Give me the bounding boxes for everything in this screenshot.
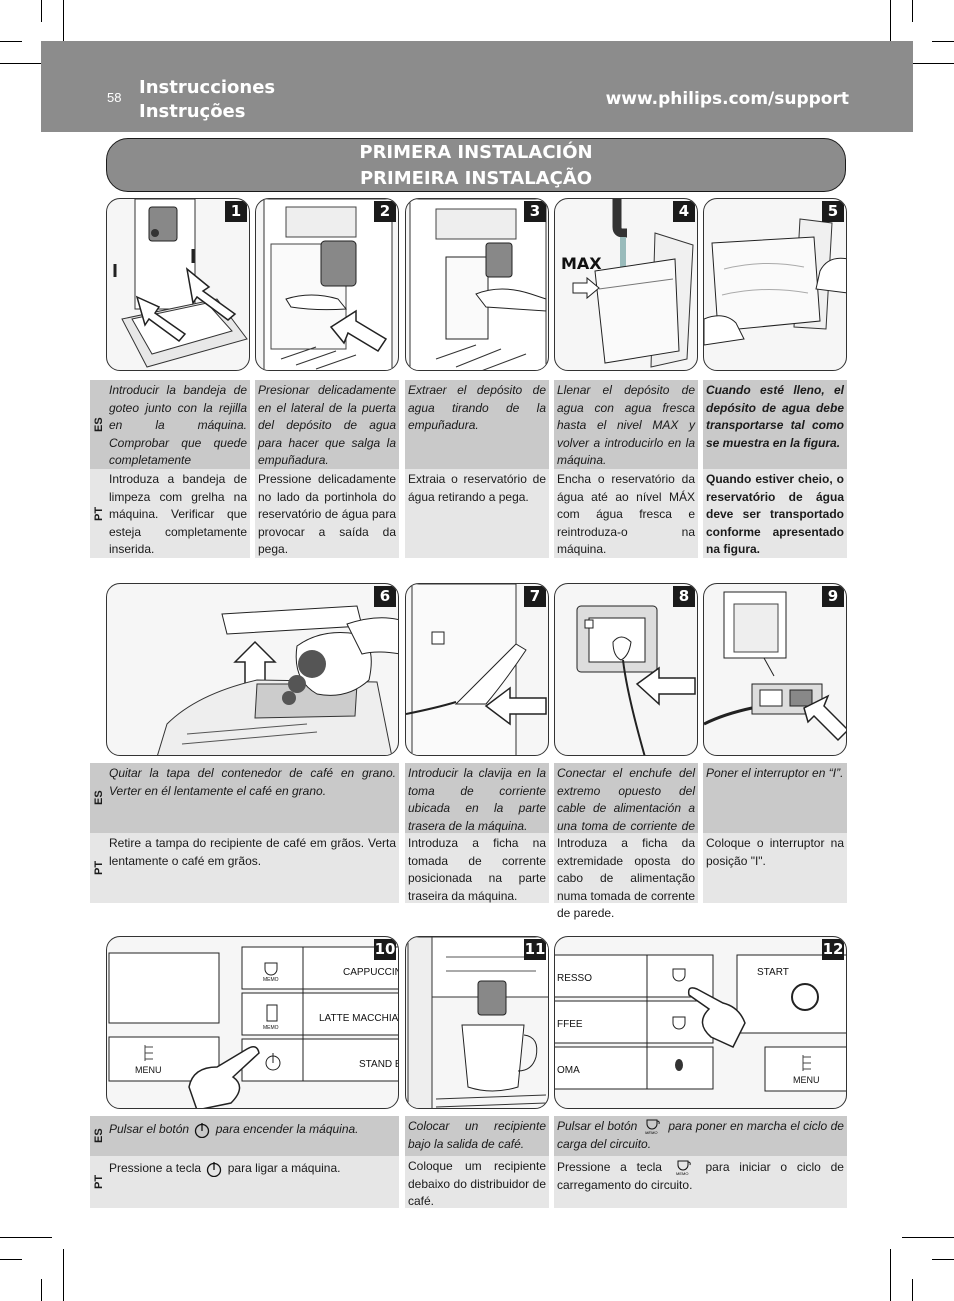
crop-mark [0, 1259, 22, 1260]
illustration-step-6: 6 [106, 583, 399, 756]
step-3-text-es: Extraer el depósito de agua tirando de l… [405, 380, 549, 469]
step-5-text-es: Cuando esté lleno, el depósito de agua d… [703, 380, 847, 469]
crop-mark [932, 1259, 954, 1260]
illustration-step-10: MENU MEMO MEMO CAPPUCCINO LATTE MACCHIAT… [106, 936, 399, 1109]
espresso-label: RESSO [557, 973, 592, 984]
step-12-text-es: Pulsar el botón MEMO para poner en march… [554, 1116, 847, 1156]
lang-label-es: ES [90, 1116, 108, 1156]
header-title: Instrucciones Instruções [139, 76, 275, 124]
step-3-text-pt: Extraia o reservatório de água retirando… [405, 469, 549, 558]
page-header: 58 Instrucciones Instruções www.philips.… [41, 41, 913, 132]
page-number: 58 [107, 90, 122, 105]
step-8-text-es: Conectar el enchufe del extremo opuesto … [554, 763, 698, 850]
step-6-text-es: Quitar la tapa del contenedor de café en… [106, 763, 399, 833]
header-title-es: Instrucciones [139, 77, 276, 98]
illustration-step-11: 11 [405, 936, 549, 1109]
step-10-text-pt: Pressione a tecla para ligar a máquina. [106, 1156, 399, 1208]
step-number-badge: 5 [822, 201, 844, 222]
header-title-pt: Instruções [139, 101, 246, 122]
step-number-badge: 6 [374, 586, 396, 607]
illustration-step-3: 3 [405, 198, 549, 371]
illustration-step-2: 2 [255, 198, 399, 371]
lang-label-pt: PT [90, 1156, 108, 1208]
lang-label-pt: PT [90, 469, 108, 558]
crop-mark [63, 1249, 64, 1301]
step-number-badge: 2 [374, 201, 396, 222]
step-number-badge: 7 [524, 586, 546, 607]
step-8-text-pt: Introduza a ficha da extremidade oposta … [554, 833, 698, 920]
memo-label: MEMO [263, 1025, 279, 1031]
latte-label: LATTE MACCHIATO [319, 1013, 399, 1024]
crop-mark [0, 41, 22, 42]
illustration-step-8: 8 [554, 583, 698, 756]
memo-label: MEMO [676, 1171, 688, 1176]
step-number-badge: 11 [524, 939, 546, 960]
section-title: PRIMERA INSTALACIÓN PRIMEIRA INSTALAÇÃO [106, 138, 846, 192]
cappuccino-label: CAPPUCCINO [343, 967, 399, 978]
step-number-badge: 3 [524, 201, 546, 222]
step-9-text-pt: Coloque o interruptor na posição "I". [703, 833, 847, 903]
step-number-badge: 10 [374, 939, 396, 960]
menu-label: MENU [135, 1065, 162, 1075]
step-number-badge: 8 [673, 586, 695, 607]
start-label: START [757, 967, 789, 978]
lang-label-es: ES [90, 380, 108, 469]
crop-mark [932, 41, 954, 42]
step-number-badge: 1 [225, 201, 247, 222]
illustration-step-7: 7 [405, 583, 549, 756]
lang-label-es: ES [90, 763, 108, 833]
illustration-step-1: 1 [106, 198, 250, 371]
aroma-label: OMA [557, 1065, 580, 1076]
support-url: www.philips.com/support [605, 89, 849, 109]
step-2-text-es: Presionar delicadamente en el lateral de… [255, 380, 399, 469]
step-number-badge: 9 [822, 586, 844, 607]
section-title-pt: PRIMEIRA INSTALAÇÃO [359, 168, 593, 189]
step-2-text-pt: Pressione delicadamente no lado da porti… [255, 469, 399, 558]
step-10-text-es: Pulsar el botón para encender la máquina… [106, 1116, 399, 1156]
step-11-text-es: Colocar un recipiente bajo la salida de … [405, 1116, 549, 1156]
memo-label: MEMO [645, 1130, 657, 1135]
step-5-text-pt: Quando estiver cheio, o reservatório de … [703, 469, 847, 558]
memo-label: MEMO [263, 977, 279, 983]
step-9-text-es: Poner el interruptor en “I”. [703, 763, 847, 833]
crop-mark [41, 1279, 42, 1301]
crop-mark [0, 1237, 52, 1238]
step-1-text-pt: Introduza a bandeja de limpeza com grelh… [106, 469, 250, 558]
step-4-text-pt: Encha o reservatório da água até ao níve… [554, 469, 698, 558]
crop-mark [902, 63, 954, 64]
crop-mark [41, 0, 42, 22]
step-number-badge: 12 [822, 939, 844, 960]
crop-mark [890, 1249, 891, 1301]
step-6-text-pt: Retire a tampa do recipiente de café em … [106, 833, 399, 903]
stand-by-label: STAND BY [359, 1059, 399, 1070]
crop-mark [912, 0, 913, 22]
crop-mark [63, 0, 64, 52]
power-icon [195, 1122, 210, 1138]
step-1-text-es: Introducir la bandeja de goteo junto con… [106, 380, 250, 485]
max-label: MAX [561, 254, 602, 273]
illustration-step-4: MAX 4 [554, 198, 698, 371]
step-12-text-pt: Pressione a tecla MEMO para iniciar o ci… [554, 1156, 847, 1208]
memo-cup-icon: MEMO [676, 1160, 691, 1176]
step-11-text-pt: Coloque um recipiente debaixo do distrib… [405, 1156, 549, 1208]
lang-label-pt: PT [90, 833, 108, 903]
memo-cup-icon: MEMO [645, 1119, 660, 1135]
menu-label: MENU [793, 1075, 820, 1085]
power-icon [207, 1161, 222, 1177]
illustration-step-5: 5 [703, 198, 847, 371]
step-4-text-es: Llenar el depósito de agua con agua fres… [554, 380, 698, 469]
step-number-badge: 4 [673, 201, 695, 222]
coffee-label: FFEE [557, 1019, 583, 1030]
crop-mark [890, 0, 891, 52]
illustration-step-9: 9 [703, 583, 847, 756]
illustration-step-12: RESSO FFEE OMA START MENU 12 [554, 936, 847, 1109]
step-7-text-pt: Introduza a ficha na tomada de corrente … [405, 833, 549, 903]
crop-mark [912, 1279, 913, 1301]
crop-mark [902, 1237, 954, 1238]
section-title-es: PRIMERA INSTALACIÓN [359, 142, 593, 163]
step-7-text-es: Introducir la clavija en la toma de corr… [405, 763, 549, 833]
crop-mark [0, 63, 52, 64]
